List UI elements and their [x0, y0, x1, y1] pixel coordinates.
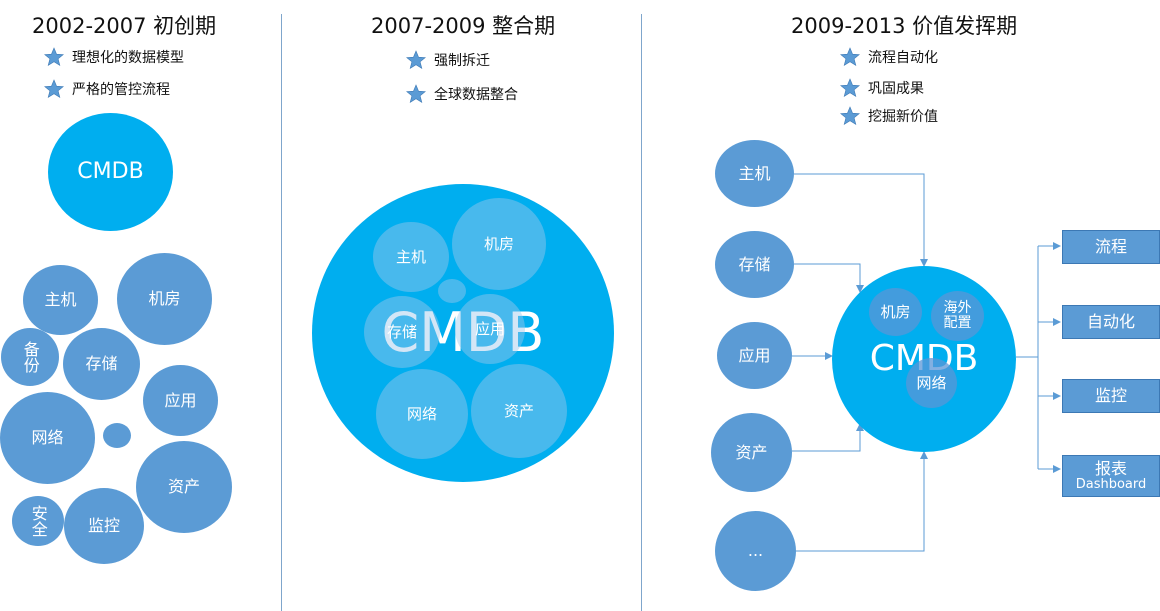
item-label: 机房	[880, 302, 911, 321]
phase2-bullet-1: 强制拆迁	[406, 50, 490, 70]
phase3-inner-overseas: 海外配置	[931, 291, 984, 341]
phase2-bullet-2: 全球数据整合	[406, 84, 518, 104]
phase1-cmdb-circle: CMDB	[48, 113, 173, 231]
item-label: 主机	[738, 163, 771, 183]
item-label: 主机	[395, 247, 426, 266]
output-automation: 自动化	[1062, 305, 1160, 339]
bullet-label: 挖掘新价值	[868, 109, 938, 125]
item-label: 海外配置	[943, 299, 972, 331]
item-label: 存储	[85, 354, 118, 374]
star-icon	[840, 47, 860, 67]
bullet-label: 严格的管控流程	[72, 82, 170, 98]
phase2-cmdb-circle	[312, 184, 614, 482]
output-process: 流程	[1062, 230, 1160, 264]
phase1-item-room: 机房	[117, 253, 212, 345]
phase2-item-storage: 存储	[364, 296, 440, 368]
phase3-bullet-3: 挖掘新价值	[840, 106, 938, 126]
output-sublabel: Dashboard	[1075, 476, 1147, 492]
item-label: 资产	[735, 442, 768, 462]
cmdb-label: CMDB	[77, 158, 144, 184]
item-label: 机房	[148, 289, 181, 309]
item-label: 存储	[386, 322, 417, 341]
phase3-inner-room: 机房	[869, 288, 922, 336]
item-label: 主机	[44, 290, 77, 310]
output-label: 监控	[1094, 386, 1127, 406]
phase1-item-dot	[103, 423, 131, 448]
phase2-item-network: 网络	[376, 369, 468, 459]
phase2-item-room: 机房	[452, 198, 546, 290]
divider-right	[641, 14, 642, 611]
phase1-item-app: 应用	[143, 365, 218, 436]
item-label: 应用	[474, 319, 505, 338]
star-icon	[406, 84, 426, 104]
phase3-input-asset: 资产	[711, 413, 792, 492]
bullet-label: 理想化的数据模型	[72, 50, 184, 66]
item-label: 应用	[164, 390, 197, 410]
phase1-title: 2002-2007 初创期	[32, 14, 217, 38]
phase3-bullet-2: 巩固成果	[840, 78, 924, 98]
item-label: 存储	[738, 254, 771, 274]
phase3-input-app: 应用	[717, 322, 792, 389]
divider-left	[281, 14, 282, 611]
phase1-item-network: 网络	[0, 392, 95, 484]
phase3-input-host: 主机	[715, 140, 794, 207]
output-report: 报表 Dashboard	[1062, 455, 1160, 497]
item-label: ...	[747, 541, 764, 561]
item-label: 应用	[738, 345, 771, 365]
item-label: 资产	[503, 401, 534, 420]
phase1-bullet-1: 理想化的数据模型	[44, 47, 184, 67]
item-label: 备份	[20, 341, 40, 373]
phase3-inner-network: 网络	[906, 358, 957, 408]
output-label: 流程	[1094, 237, 1127, 257]
phase3-title: 2009-2013 价值发挥期	[791, 14, 1018, 38]
phase2-cmdb-label: CMDB	[312, 184, 614, 482]
phase3-input-more: ...	[715, 511, 796, 591]
bullet-label: 巩固成果	[868, 81, 924, 97]
star-icon	[44, 79, 64, 99]
phase1-item-asset: 资产	[136, 441, 232, 533]
output-label: 报表	[1094, 459, 1127, 479]
bullet-label: 强制拆迁	[434, 53, 490, 69]
phase1-item-monitor: 监控	[64, 488, 144, 564]
phase2-item-app: 应用	[455, 294, 525, 364]
phase2-item-host: 主机	[373, 222, 449, 292]
item-label: 网络	[406, 404, 437, 423]
phase3-bullet-1: 流程自动化	[840, 47, 938, 67]
phase2-item-dot	[438, 279, 466, 303]
item-label: 机房	[483, 234, 514, 253]
output-monitor: 监控	[1062, 379, 1160, 413]
cmdb-label: CMDB	[381, 301, 545, 365]
item-label: 安全	[28, 505, 48, 537]
phase1-item-security: 安全	[12, 496, 64, 546]
item-label: 监控	[87, 516, 120, 536]
phase1-item-host: 主机	[23, 265, 98, 335]
phase2-title: 2007-2009 整合期	[371, 14, 556, 38]
phase2-item-asset: 资产	[471, 364, 567, 458]
item-label: 资产	[167, 477, 200, 497]
phase3-input-storage: 存储	[715, 231, 794, 298]
item-label: 网络	[31, 428, 64, 448]
bullet-label: 流程自动化	[868, 50, 938, 66]
item-label: 网络	[916, 373, 947, 392]
star-icon	[840, 78, 860, 98]
output-label: 自动化	[1086, 312, 1135, 332]
bullet-label: 全球数据整合	[434, 87, 518, 103]
star-icon	[840, 106, 860, 126]
phase1-item-storage: 存储	[63, 328, 140, 400]
star-icon	[406, 50, 426, 70]
phase1-bullet-2: 严格的管控流程	[44, 79, 170, 99]
phase1-item-backup: 备份	[1, 328, 59, 386]
star-icon	[44, 47, 64, 67]
